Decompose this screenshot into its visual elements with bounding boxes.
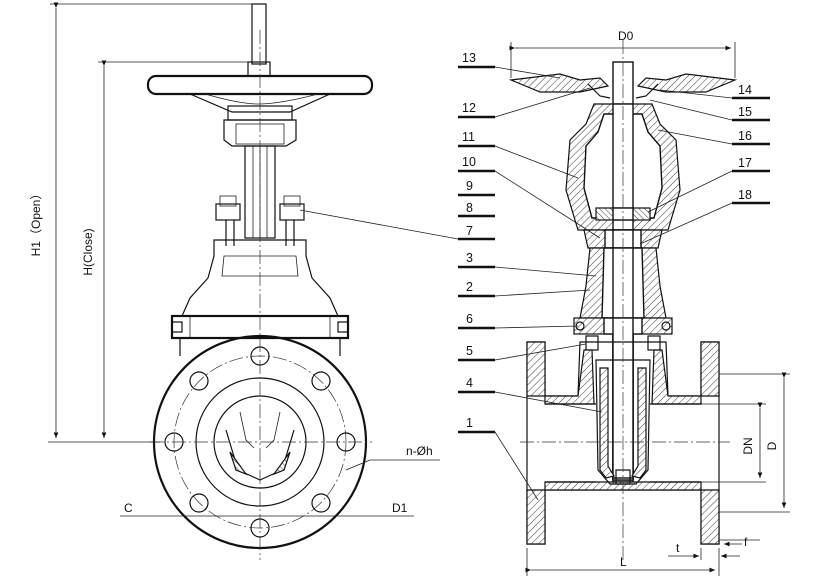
- part-label-8: 8: [466, 201, 473, 215]
- dim-d-label: D: [765, 441, 779, 450]
- part-label-10: 10: [462, 155, 476, 169]
- part-label-3: 3: [466, 251, 473, 265]
- dim-dn-label: DN: [741, 437, 755, 454]
- stem-top: [251, 3, 267, 65]
- section-view: [508, 40, 790, 576]
- dim-h-label: H(Close): [81, 228, 95, 275]
- part-label-2: 2: [466, 280, 473, 294]
- part-label-17: 17: [738, 156, 752, 170]
- part-label-14: 14: [738, 83, 752, 97]
- part-label-11: 11: [462, 130, 475, 144]
- part-label-18: 18: [738, 188, 752, 202]
- part-callouts-left: [299, 65, 603, 501]
- part-label-4: 4: [466, 376, 473, 390]
- part-label-1: 1: [466, 416, 473, 430]
- part-label-16: 16: [738, 129, 752, 143]
- front-view: [48, 2, 440, 560]
- wedge: [595, 359, 651, 485]
- part-label-15: 15: [738, 105, 752, 119]
- part-label-9: 9: [466, 179, 473, 193]
- dim-h1-label: H1（Open）: [29, 188, 43, 257]
- dim-f-label: f: [744, 535, 748, 549]
- dim-d1-label: D1: [392, 501, 408, 515]
- dim-d0-label: D0: [618, 29, 634, 43]
- dim-c-label: C: [124, 501, 133, 515]
- dim-l-label: L: [620, 555, 627, 569]
- part-label-6: 6: [466, 312, 473, 326]
- part-label-13: 13: [462, 51, 476, 65]
- part-label-7: 7: [466, 224, 473, 238]
- part-callouts-right: [639, 89, 770, 245]
- dim-n-phi-h-label: n-Øh: [406, 444, 433, 458]
- part-label-12: 12: [462, 101, 476, 115]
- dim-t-label: t: [676, 541, 680, 555]
- part-label-5: 5: [466, 344, 473, 358]
